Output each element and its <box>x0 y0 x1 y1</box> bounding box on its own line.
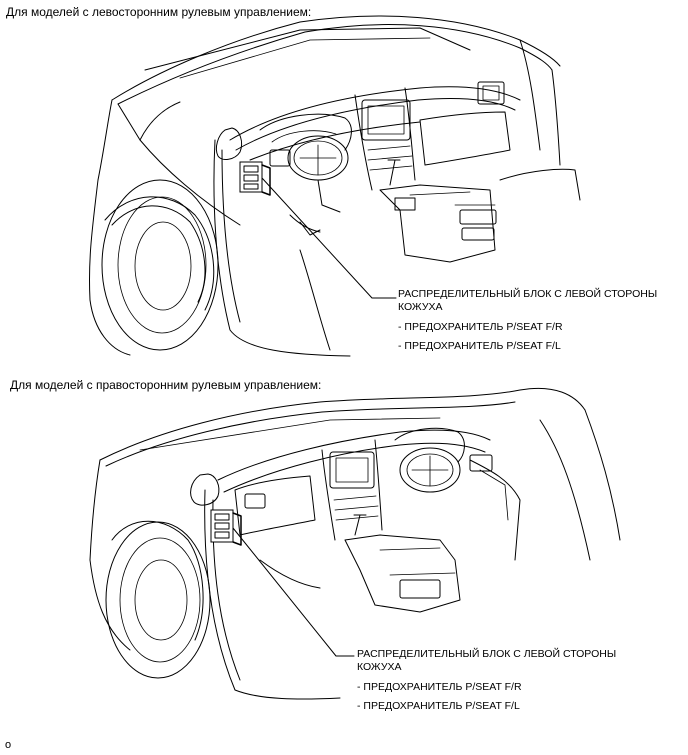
rhd-interior-illustration <box>89 387 621 700</box>
footnote-mark: o <box>5 739 12 751</box>
lhd-junction-block <box>239 161 271 196</box>
lhd-interior-illustration <box>88 15 581 357</box>
rhd-callout-title: РАСПРЕДЕЛИТЕЛЬНЫЙ БЛОК С ЛЕВОЙ СТОРОНЫ К… <box>357 648 617 673</box>
lhd-callout-item-fuse-fr: - ПРЕДОХРАНИТЕЛЬ P/SEAT F/R <box>398 321 563 333</box>
rhd-callout-item-fuse-fl: - ПРЕДОХРАНИТЕЛЬ P/SEAT F/L <box>357 700 520 712</box>
rhd-callout-item-fuse-fr: - ПРЕДОХРАНИТЕЛЬ P/SEAT F/R <box>357 681 522 693</box>
lhd-callout-item-fuse-fl: - ПРЕДОХРАНИТЕЛЬ P/SEAT F/L <box>398 340 561 352</box>
lhd-callout-title: РАСПРЕДЕЛИТЕЛЬНЫЙ БЛОК С ЛЕВОЙ СТОРОНЫ К… <box>398 288 658 313</box>
rhd-section-heading: Для моделей с правосторонним рулевым упр… <box>10 378 322 392</box>
rhd-callout: РАСПРЕДЕЛИТЕЛЬНЫЙ БЛОК С ЛЕВОЙ СТОРОНЫ К… <box>357 648 657 713</box>
lhd-callout: РАСПРЕДЕЛИТЕЛЬНЫЙ БЛОК С ЛЕВОЙ СТОРОНЫ К… <box>398 288 683 353</box>
rhd-junction-block <box>210 509 242 546</box>
lhd-section-heading: Для моделей с левосторонним рулевым упра… <box>6 5 312 19</box>
